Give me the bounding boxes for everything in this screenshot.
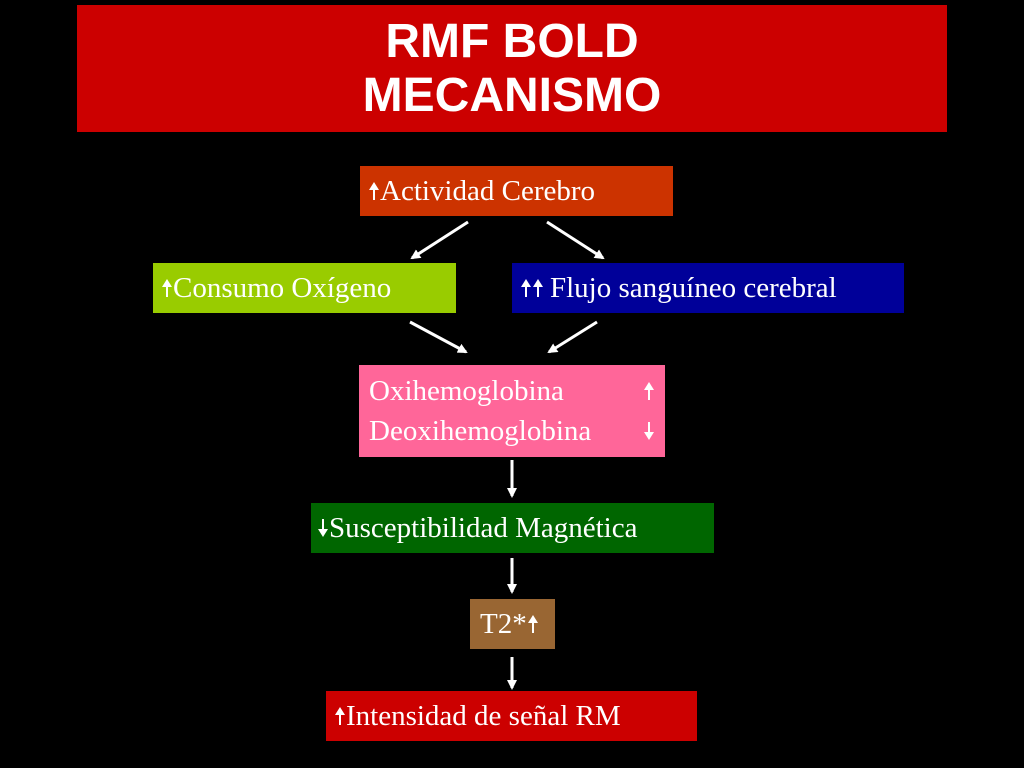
node-label-deoxihemoglobina: Deoxihemoglobina [369, 415, 592, 447]
title-banner: RMF BOLD MECANISMO [77, 5, 947, 132]
arrow-up-icon [527, 614, 539, 634]
node-consumo-oxigeno: Consumo Oxígeno [153, 263, 456, 313]
arrow-down-icon [643, 421, 655, 441]
arrow-down-icon [317, 518, 329, 538]
arrow-up-icon [368, 181, 380, 201]
connector-actividad-to-consumo [410, 220, 469, 260]
node-label: Consumo Oxígeno [173, 271, 392, 304]
node-label: T2* [480, 607, 527, 640]
node-actividad-cerebro: Actividad Cerebro [360, 166, 673, 216]
arrow-up-icon [643, 381, 655, 401]
connector-flujo-to-hemoglobina [547, 320, 598, 354]
node-susceptibilidad: Susceptibilidad Magnética [311, 503, 714, 553]
connector-actividad-to-flujo [546, 220, 605, 260]
arrow-up-icon [161, 278, 173, 298]
title-line-2: MECANISMO [362, 68, 662, 122]
arrow-up-icon [520, 278, 532, 298]
title-line-1: RMF BOLD [385, 14, 639, 68]
node-t2: T2* [470, 599, 555, 649]
node-label-oxihemoglobina: Oxihemoglobina [369, 375, 564, 407]
node-hemoglobina: Oxihemoglobina Deoxihemoglobina [359, 365, 665, 457]
arrow-up-icon [334, 706, 346, 726]
node-flujo-sanguineo: Flujo sanguíneo cerebral [512, 263, 904, 313]
node-intensidad-senal: Intensidad de señal RM [326, 691, 697, 741]
node-label: Actividad Cerebro [380, 174, 596, 207]
node-label: Flujo sanguíneo cerebral [550, 271, 837, 304]
node-label: Susceptibilidad Magnética [329, 511, 638, 544]
connector-consumo-to-hemoglobina [409, 320, 468, 354]
node-label: Intensidad de señal RM [346, 699, 621, 732]
arrow-up-icon [532, 278, 544, 298]
